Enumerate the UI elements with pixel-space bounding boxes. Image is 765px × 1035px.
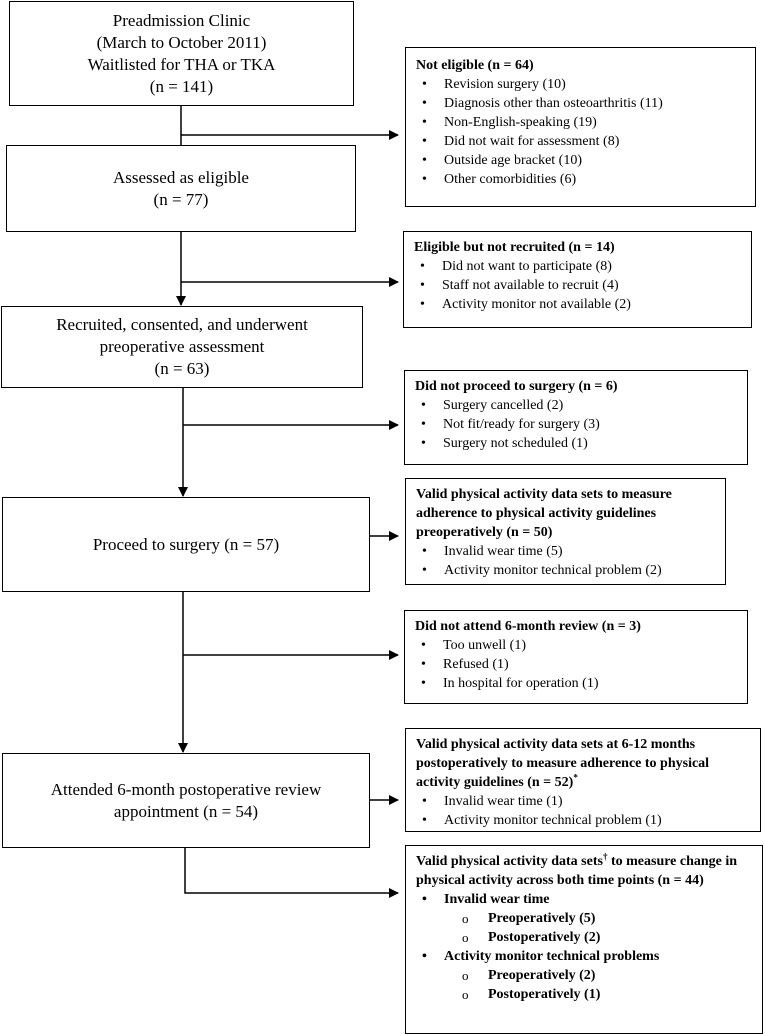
valid-change-list: Invalid wear time Preoperatively (5) Pos… — [416, 890, 752, 1004]
list-item: Too unwell (1) — [415, 636, 737, 655]
surgery-box: Proceed to surgery (n = 57) — [2, 497, 370, 592]
recruited-title: Recruited, consented, and underwent — [56, 315, 308, 334]
surgery-title: Proceed to surgery (n = 57) — [92, 534, 280, 554]
recruited-box: Recruited, consented, and underwent preo… — [1, 306, 363, 388]
list-item: Did not wait for assessment (8) — [416, 132, 745, 151]
clinic-box: Preadmission Clinic (March to October 20… — [9, 1, 354, 106]
list-item: Surgery not scheduled (1) — [415, 434, 737, 453]
no-surgery-box: Did not proceed to surgery (n = 6) Surge… — [404, 370, 748, 465]
list-subitem: Postoperatively (2) — [416, 928, 752, 947]
clinic-title: Preadmission Clinic — [112, 10, 251, 30]
no-surgery-heading: Did not proceed to surgery (n = 6) — [415, 379, 618, 394]
valid-preop-list: Invalid wear time (5) Activity monitor t… — [416, 542, 715, 580]
list-item: Refused (1) — [415, 655, 737, 674]
valid-change-heading-text: Valid physical activity data sets — [416, 854, 603, 869]
no-surgery-list: Surgery cancelled (2) Not fit/ready for … — [415, 396, 737, 453]
list-item: Did not want to participate (8) — [414, 257, 741, 276]
list-item: Activity monitor technical problem (1) — [416, 811, 750, 830]
valid-postop-heading-text: Valid physical activity data sets at 6-1… — [416, 737, 710, 790]
eligible-title: Assessed as eligible — [113, 167, 249, 187]
list-item: Staff not available to recruit (4) — [414, 276, 741, 295]
no-review-box: Did not attend 6-month review (n = 3) To… — [404, 610, 748, 704]
arrow-valid-change — [184, 848, 399, 898]
footnote-mark: † — [602, 851, 608, 862]
not-eligible-list: Revision surgery (10) Diagnosis other th… — [416, 75, 745, 189]
list-item: In hospital for operation (1) — [415, 674, 737, 693]
no-review-heading: Did not attend 6-month review (n = 3) — [415, 619, 641, 634]
not-eligible-box: Not eligible (n = 64) Revision surgery (… — [405, 47, 756, 207]
valid-preop-box: Valid physical activity data sets to mea… — [405, 478, 726, 585]
not-recruited-list: Did not want to participate (8) Staff no… — [414, 257, 741, 314]
valid-postop-heading: Valid physical activity data sets at 6-1… — [416, 735, 750, 792]
list-subitem: Preoperatively (2) — [416, 966, 752, 985]
valid-change-heading-rest: to measure change in physical activity a… — [416, 854, 738, 888]
clinic-dates: (March to October 2011) — [96, 32, 267, 52]
list-item: Activity monitor technical problem (2) — [416, 561, 715, 580]
recruited-count: (n = 63) — [154, 359, 210, 378]
list-item: Revision surgery (10) — [416, 75, 745, 94]
review-count: appointment (n = 54) — [113, 801, 259, 821]
list-item: Non-English-speaking (19) — [416, 113, 745, 132]
list-item: Invalid wear time (5) — [416, 542, 715, 561]
not-eligible-heading: Not eligible (n = 64) — [416, 58, 534, 73]
review-title: Attended 6-month postoperative review — [50, 779, 322, 799]
not-recruited-heading: Eligible but not recruited (n = 14) — [414, 240, 615, 255]
valid-postop-list: Invalid wear time (1) Activity monitor t… — [416, 792, 750, 830]
footnote-mark: * — [573, 772, 578, 783]
list-item: Outside age bracket (10) — [416, 151, 745, 170]
list-item: Diagnosis other than osteoarthritis (11) — [416, 94, 745, 113]
list-item: Other comorbidities (6) — [416, 170, 745, 189]
list-item: Activity monitor not available (2) — [414, 295, 741, 314]
valid-change-heading: Valid physical activity data sets† to me… — [416, 852, 752, 890]
valid-change-box: Valid physical activity data sets† to me… — [405, 845, 763, 1034]
eligible-count: (n = 77) — [153, 189, 209, 209]
list-item: Surgery cancelled (2) — [415, 396, 737, 415]
clinic-count: (n = 141) — [149, 76, 214, 96]
valid-preop-heading: Valid physical activity data sets to mea… — [416, 487, 672, 540]
list-subitem: Postoperatively (1) — [416, 985, 752, 1004]
list-item: Invalid wear time (1) — [416, 792, 750, 811]
list-item: Invalid wear time — [416, 890, 752, 909]
eligible-box: Assessed as eligible (n = 77) — [6, 145, 356, 232]
valid-postop-box: Valid physical activity data sets at 6-1… — [405, 728, 761, 832]
list-item: Activity monitor technical problems — [416, 947, 752, 966]
list-subitem: Preoperatively (5) — [416, 909, 752, 928]
not-recruited-box: Eligible but not recruited (n = 14) Did … — [403, 231, 752, 328]
no-review-list: Too unwell (1) Refused (1) In hospital f… — [415, 636, 737, 693]
review-box: Attended 6-month postoperative review ap… — [2, 753, 370, 848]
list-item: Not fit/ready for surgery (3) — [415, 415, 737, 434]
recruited-subtitle: preoperative assessment — [99, 337, 265, 356]
clinic-waitlist: Waitlisted for THA or TKA — [87, 54, 276, 74]
